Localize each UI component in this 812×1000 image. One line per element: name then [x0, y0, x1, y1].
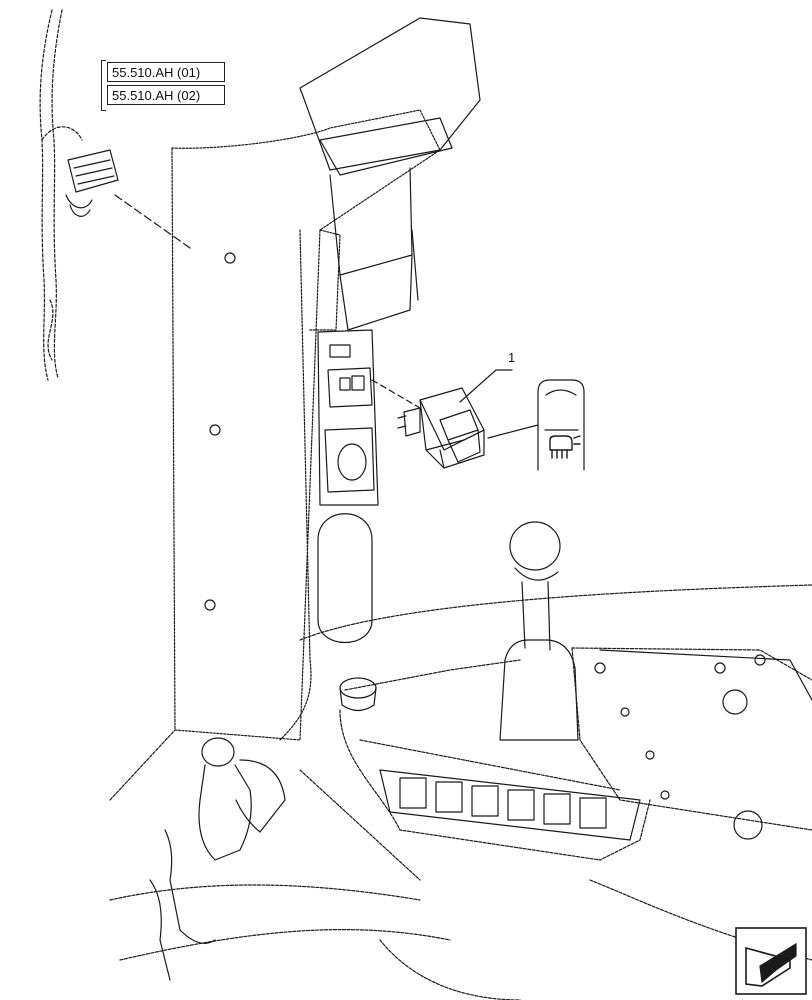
switch-leader-line — [371, 379, 421, 409]
callout-number: 1 — [508, 350, 516, 365]
reference-label[interactable]: 55.510.AH (01) — [107, 62, 225, 82]
console-switch-bank — [379, 769, 641, 841]
cab-floor — [109, 729, 812, 1000]
navigation-arrow-icon — [735, 927, 807, 995]
reference-bracket — [101, 60, 106, 111]
pillar-handle — [299, 17, 481, 331]
joystick-lever — [499, 521, 579, 741]
cab-pillar — [171, 109, 441, 741]
harness-connector — [65, 149, 119, 217]
right-floor-panel — [594, 649, 812, 840]
left-control-lever — [149, 737, 286, 981]
work-light-icon — [549, 435, 581, 459]
pillar-switch-panel — [317, 329, 379, 506]
switch-symbol-panel — [487, 379, 585, 471]
callout-leader — [459, 369, 513, 403]
connector-leader-line — [114, 194, 191, 249]
pillar-oval-recess — [317, 513, 373, 643]
wiring-harness — [39, 9, 83, 381]
reference-label[interactable]: 55.510.AH (02) — [107, 85, 225, 105]
operator-console — [299, 584, 812, 861]
rocker-switch — [397, 387, 485, 469]
